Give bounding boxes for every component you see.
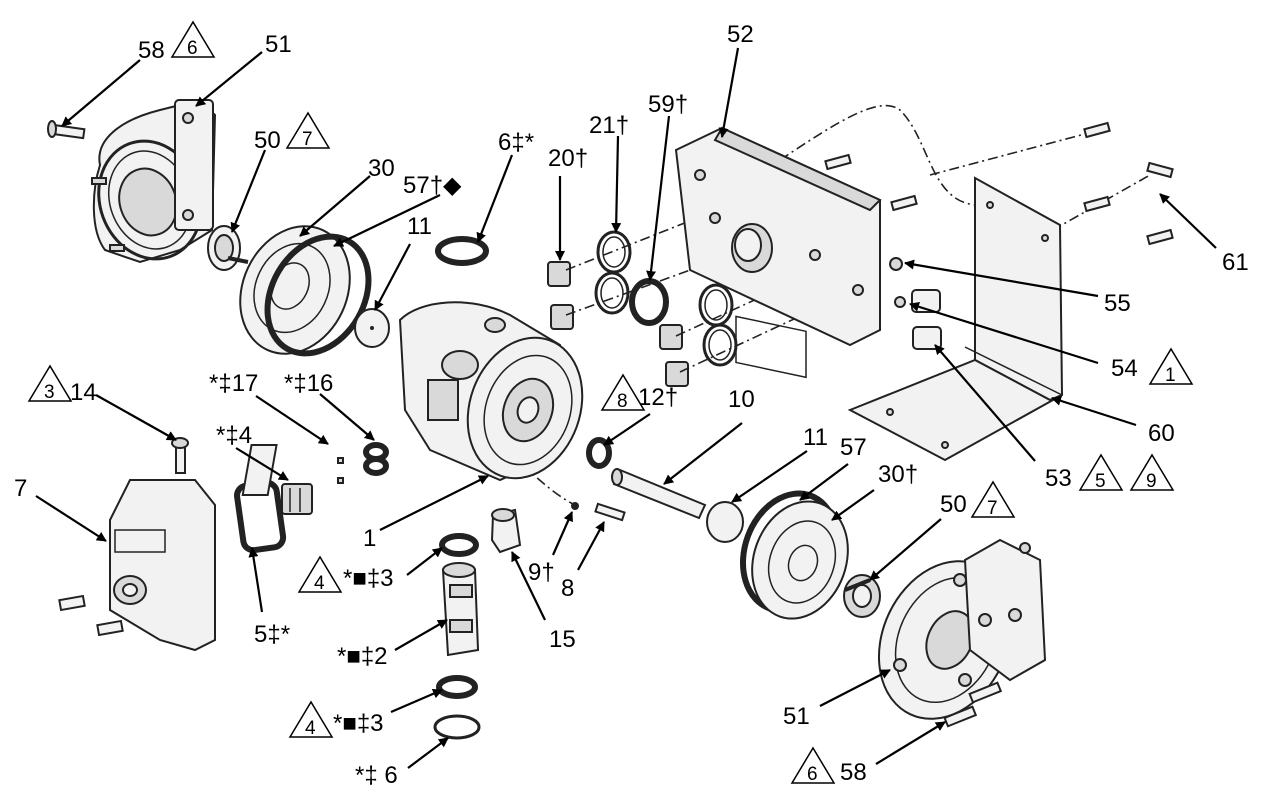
svg-text:3: 3 <box>44 382 55 403</box>
triangle-icon: 6 <box>790 746 836 785</box>
label-3-bottom: *■‡3 <box>333 710 384 737</box>
label-16: *‡16 <box>284 370 333 397</box>
label-9: 9† <box>528 559 555 586</box>
triangle-icon: 7 <box>970 480 1016 519</box>
washer-11-right <box>706 501 744 543</box>
label-14: 14 <box>70 379 97 406</box>
bolts-58-bottom-right <box>943 681 1003 728</box>
label-50-top: 50 <box>254 127 281 154</box>
label-59: 59† <box>648 91 688 118</box>
screw-14 <box>171 437 189 474</box>
label-50-right: 50 <box>940 491 967 518</box>
diaphragm-plate-50-left <box>207 225 249 271</box>
diaphragm-30-left <box>239 225 351 355</box>
label-17: *‡17 <box>209 370 258 397</box>
label-55: 55 <box>1104 290 1131 317</box>
label-11-right: 11 <box>803 424 828 451</box>
label-58-bottom: 58 <box>840 759 867 786</box>
fittings-53-54-55 <box>889 257 942 350</box>
label-12: 12† <box>638 384 678 411</box>
label-10: 10 <box>728 386 755 413</box>
label-8: 8 <box>561 575 574 602</box>
o-ring-12 <box>586 437 612 469</box>
label-1: 1 <box>363 525 376 552</box>
diaphragm-shaft-10 <box>611 468 707 520</box>
triangle-icon: 1 <box>1148 347 1194 386</box>
label-6-bottom: *‡ 6 <box>355 762 398 789</box>
label-51-top: 51 <box>265 31 292 58</box>
svg-text:9: 9 <box>1146 471 1157 492</box>
cup-3-top <box>439 533 479 557</box>
label-52: 52 <box>727 21 754 48</box>
label-61: 61 <box>1222 249 1249 276</box>
label-53: 53 <box>1045 465 1072 492</box>
center-section-52 <box>674 126 882 379</box>
svg-text:5: 5 <box>1095 471 1106 492</box>
cup-3-bottom <box>436 675 478 699</box>
triangle-icon: 7 <box>285 111 331 150</box>
svg-text:4: 4 <box>305 718 316 739</box>
label-20: 20† <box>548 145 588 172</box>
svg-text:4: 4 <box>314 573 325 594</box>
spool-2 <box>441 562 480 657</box>
triangle-icon: 8 <box>600 373 646 412</box>
label-2: *■‡2 <box>337 643 388 670</box>
center-housing-1 <box>398 301 584 482</box>
leader-lines <box>35 47 1217 769</box>
label-5: 5‡* <box>254 621 290 648</box>
label-51-bottom: 51 <box>783 703 810 730</box>
label-21: 21† <box>589 112 629 139</box>
pilot-parts-8-9-15 <box>490 502 626 554</box>
triangle-icon: 4 <box>288 700 334 739</box>
seal-16 <box>363 442 389 476</box>
bolts-61 <box>824 121 1174 246</box>
air-valve-cover-7 <box>58 479 216 652</box>
triangle-icon: 6 <box>170 20 216 59</box>
svg-text:6: 6 <box>807 764 818 785</box>
valve-carriage-4 <box>281 483 313 515</box>
o-ring-6-bottom <box>433 714 481 740</box>
label-11-top: 11 <box>407 213 432 240</box>
o-ring-6-top <box>435 236 489 266</box>
label-57-right: 57 <box>840 434 867 461</box>
label-57-top: 57†◆ <box>403 172 462 199</box>
callout-labels: 58 51 50 30 57†◆ 11 6‡* 20† 21† 59† 52 6… <box>14 21 1249 789</box>
label-15: 15 <box>549 626 576 653</box>
triangle-icon: 4 <box>297 555 343 594</box>
svg-text:8: 8 <box>617 391 628 412</box>
label-54: 54 <box>1111 355 1138 382</box>
label-3-top: *■‡3 <box>343 565 394 592</box>
svg-text:7: 7 <box>302 129 313 150</box>
fluid-cover-51-left <box>91 98 217 264</box>
label-6-top: 6‡* <box>498 129 534 156</box>
svg-text:6: 6 <box>187 38 198 59</box>
label-7: 7 <box>14 475 27 502</box>
triangle-icon: 3 <box>27 364 73 403</box>
triangle-icon: 5 <box>1078 453 1124 492</box>
label-60: 60 <box>1148 420 1175 447</box>
diaphragm-plate-50-right <box>843 574 881 618</box>
diaphragm-30-right <box>751 500 849 620</box>
svg-text:7: 7 <box>987 498 998 519</box>
label-30-right: 30† <box>878 461 918 488</box>
label-58-top: 58 <box>138 37 165 64</box>
label-4: *‡4 <box>216 422 252 449</box>
label-30-top: 30 <box>368 155 395 182</box>
fluid-cover-51-right <box>877 538 1047 720</box>
check-valve-20 <box>547 261 689 387</box>
svg-text:1: 1 <box>1165 365 1176 386</box>
bolt-58-top-left <box>47 120 86 140</box>
triangle-icon: 9 <box>1129 453 1175 492</box>
note-triangles: 6 7 1 5 9 8 3 4 <box>27 20 1194 785</box>
